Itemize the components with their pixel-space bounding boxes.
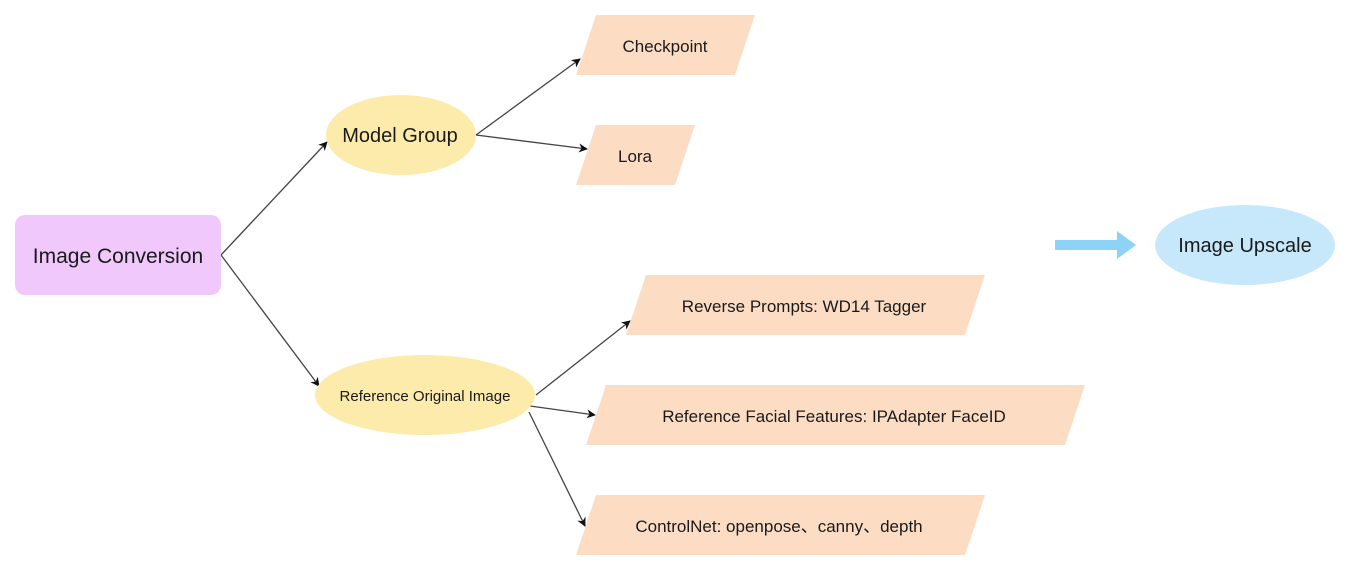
edge-model-group-to-checkpoint [475, 58, 581, 136]
model-group-label: Model Group [342, 125, 458, 147]
next-step-arrow-icon [1055, 231, 1136, 259]
facial-features-shape [586, 385, 1085, 445]
lora-label: Lora [618, 147, 653, 166]
checkpoint-label: Checkpoint [622, 37, 707, 56]
edge-root-to-reference-image [220, 254, 320, 387]
edge-reference-to-controlnet [528, 411, 586, 527]
node-reference-original-image[interactable]: Reference Original Image [315, 355, 535, 435]
node-checkpoint[interactable]: Checkpoint [576, 15, 755, 75]
reverse-prompts-shape [626, 275, 985, 335]
root-box [15, 215, 221, 295]
facial-features-label: Reference Facial Features: IPAdapter Fac… [662, 407, 1006, 426]
edge-root-to-model-group [220, 141, 328, 256]
node-facial-features[interactable]: Reference Facial Features: IPAdapter Fac… [586, 385, 1085, 445]
reverse-prompts-label: Reverse Prompts: WD14 Tagger [682, 297, 927, 316]
node-image-upscale[interactable]: Image Upscale [1155, 205, 1335, 285]
upscale-ellipse [1155, 205, 1335, 285]
reference-image-label: Reference Original Image [340, 388, 511, 405]
edges [220, 58, 631, 527]
node-lora[interactable]: Lora [576, 125, 695, 185]
node-controlnet[interactable]: ControlNet: openpose、canny、depth [576, 495, 985, 555]
node-reverse-prompts[interactable]: Reverse Prompts: WD14 Tagger [626, 275, 985, 335]
lora-shape [576, 125, 695, 185]
node-model-group[interactable]: Model Group [326, 95, 476, 175]
checkpoint-shape [576, 15, 755, 75]
edge-reference-to-reverse-prompts [535, 320, 631, 396]
edge-model-group-to-lora [475, 134, 588, 153]
controlnet-shape [576, 495, 985, 555]
controlnet-label: ControlNet: openpose、canny、depth [635, 517, 922, 536]
edge-reference-to-facial-features [529, 405, 596, 419]
root-label: Image Conversion [33, 245, 203, 268]
upscale-label: Image Upscale [1178, 235, 1311, 257]
model-group-ellipse [326, 95, 476, 175]
node-image-conversion[interactable]: Image Conversion [15, 215, 221, 295]
reference-image-ellipse [315, 355, 535, 435]
